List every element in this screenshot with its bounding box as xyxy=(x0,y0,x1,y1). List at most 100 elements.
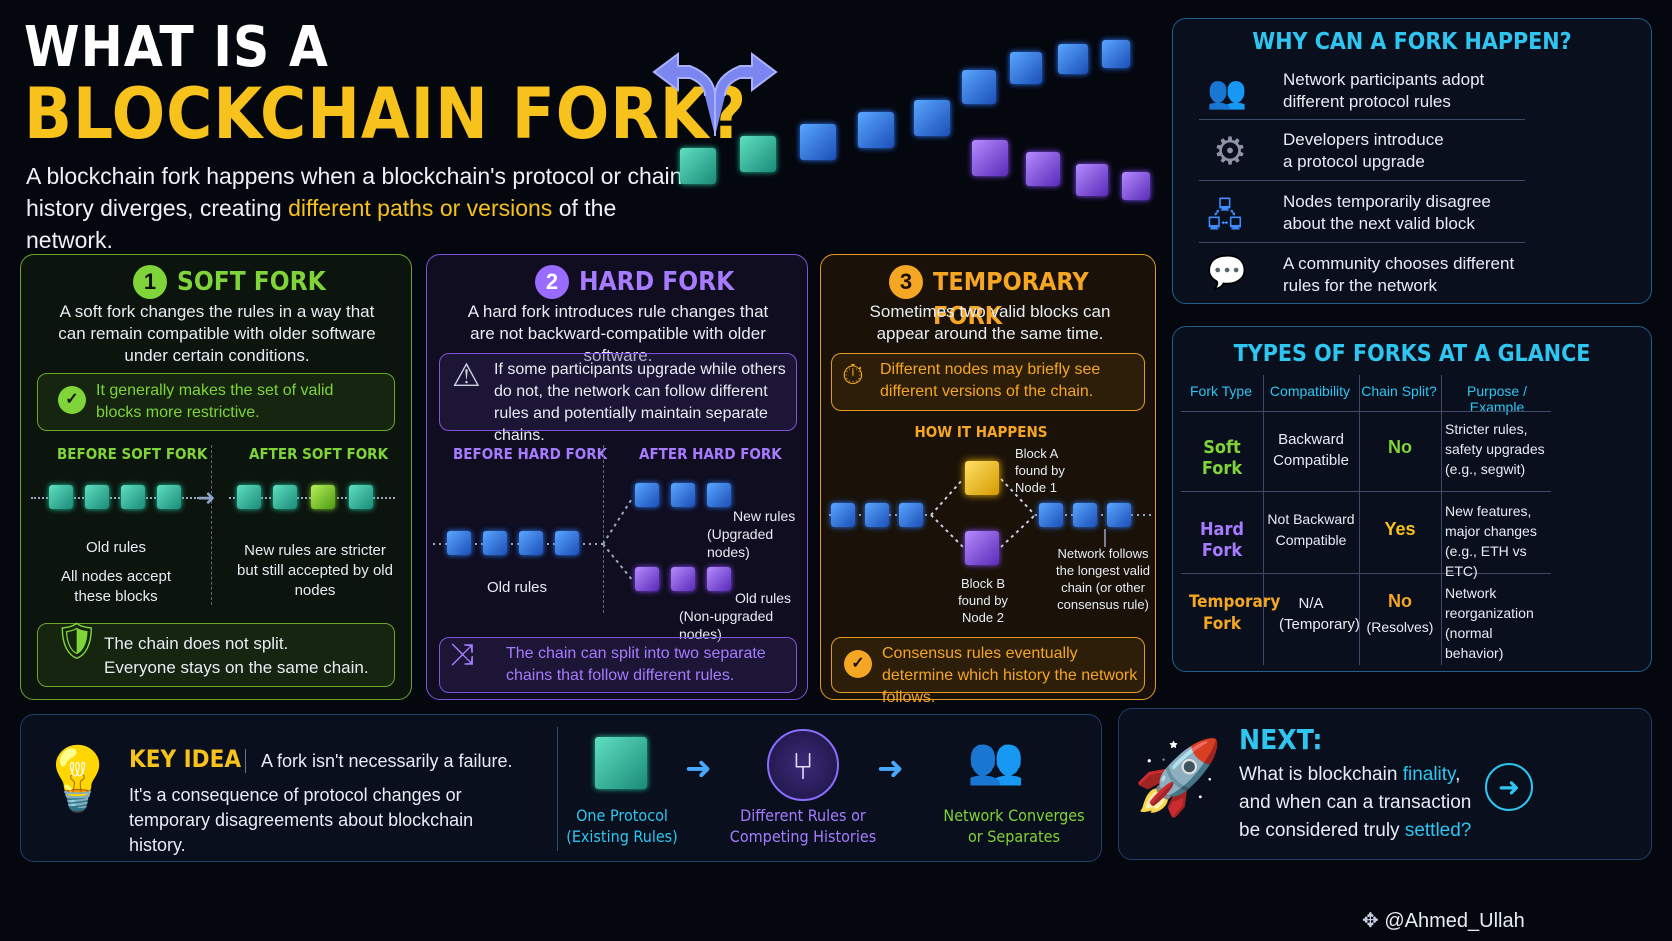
types-table: Fork Type Compatibility Chain Split? Pur… xyxy=(1181,375,1551,665)
flow-step-1: One Protocol (Existing Rules) xyxy=(566,806,678,846)
soft-after-cap: New rules are stricter but still accepte… xyxy=(237,542,393,599)
hero-block xyxy=(858,112,894,148)
key-idea-panel: 💡 KEY IDEA A fork isn't necessarily a fa… xyxy=(20,714,1102,862)
community-chat-icon: 💬 xyxy=(1207,254,1247,290)
row-compat: N/A (Temporary) xyxy=(1279,595,1360,633)
next-q3-highlight: settled? xyxy=(1404,820,1472,841)
next-q1-end: , xyxy=(1455,764,1461,785)
temp-how: HOW IT HAPPENS xyxy=(914,423,1048,441)
arrow-right-icon: ➜ xyxy=(197,485,216,510)
row-purpose: Network reorganization (normal behavior) xyxy=(1445,585,1534,661)
soft-before-cap2: All nodes accept these blocks xyxy=(60,568,172,605)
intro-highlight: different paths or versions xyxy=(288,195,553,221)
next-q2: and when can a transaction xyxy=(1239,792,1472,813)
soft-new-block xyxy=(311,485,335,509)
hero-block xyxy=(1102,40,1130,68)
key-body: It's a consequence of protocol changes o… xyxy=(129,785,474,855)
next-panel[interactable]: 🚀 NEXT: What is blockchain finality, and… xyxy=(1118,708,1652,860)
temp-note-text: Different nodes may briefly see differen… xyxy=(880,361,1101,400)
soft-after-label: AFTER SOFT FORK xyxy=(249,445,389,463)
soft-block xyxy=(121,485,145,509)
hard-upgraded-block xyxy=(707,483,731,507)
soft-note-text: It generally makes the set of valid bloc… xyxy=(96,382,334,421)
hard-result: ⤨ The chain can split into two separate … xyxy=(439,637,797,693)
row-type: Hard Fork xyxy=(1199,519,1245,561)
types-panel: TYPES OF FORKS AT A GLANCE Fork Type Com… xyxy=(1172,326,1652,672)
hero-block xyxy=(1122,172,1150,200)
why-item-line1: Nodes temporarily disagree xyxy=(1283,192,1491,211)
table-vline xyxy=(1359,375,1360,665)
next-q3: be considered truly xyxy=(1239,820,1405,841)
row-split-sub: (Resolves) xyxy=(1366,619,1434,635)
title-line2: BLOCKCHAIN FORK? xyxy=(24,73,748,155)
table-divider xyxy=(1181,491,1551,492)
row-split: Yes xyxy=(1384,519,1416,539)
next-q1: What is blockchain xyxy=(1239,764,1403,785)
split-arrows-icon: ⤨ xyxy=(450,638,474,671)
fork-arrows-icon xyxy=(652,52,778,136)
key-tagline: A fork isn't necessarily a failure. xyxy=(261,751,513,771)
why-title: WHY CAN A FORK HAPPEN? xyxy=(1252,29,1572,55)
check-icon: ✓ xyxy=(58,386,86,414)
key-title-divider xyxy=(245,749,246,773)
gear-icon: ⚙ xyxy=(1213,131,1248,173)
next-arrow-button[interactable]: ➜ xyxy=(1485,763,1533,811)
clock-icon: ⏱ xyxy=(842,359,864,390)
hero-block xyxy=(1076,164,1108,196)
hard-block xyxy=(519,531,543,555)
row-compat: Backward Compatible xyxy=(1273,431,1349,469)
temp-title: TEMPORARY FORK xyxy=(933,267,1089,330)
flow-arrow-icon: ➜ xyxy=(685,750,712,786)
hard-new-rules: New rules xyxy=(733,508,796,524)
soft-chain-line xyxy=(31,497,199,499)
hero-block xyxy=(1026,152,1060,186)
table-vline xyxy=(1263,375,1264,665)
row-split: No xyxy=(1388,437,1412,457)
shield-check-icon: 🛡 xyxy=(54,620,100,661)
temp-block xyxy=(899,503,923,527)
temp-block xyxy=(865,503,889,527)
temp-block-a-label: Block A found by Node 1 xyxy=(1015,446,1065,495)
temp-number-badge: 3 xyxy=(889,265,923,299)
temp-result-text: Consensus rules eventually determine whi… xyxy=(882,645,1138,706)
soft-block xyxy=(157,485,181,509)
fork-circle-icon: ⑂ xyxy=(767,729,839,801)
why-item: 👥 Network participants adopt different p… xyxy=(1201,67,1631,123)
next-q1-highlight: finality xyxy=(1402,764,1456,785)
hard-old-rules: Old rules xyxy=(487,579,548,596)
soft-fork-panel: 1 SOFT FORK A soft fork changes the rule… xyxy=(20,254,412,700)
soft-block xyxy=(85,485,109,509)
key-title: KEY IDEA xyxy=(129,745,242,773)
network-nodes-icon: 👥 xyxy=(967,734,1025,786)
hard-block xyxy=(555,531,579,555)
hard-note: ⚠ If some participants upgrade while oth… xyxy=(439,353,797,444)
table-divider xyxy=(1181,573,1551,574)
temp-note: ⏱ Different nodes may briefly see differ… xyxy=(831,353,1145,411)
hero-block xyxy=(1010,52,1042,84)
hard-divider xyxy=(603,445,604,613)
title-line1: WHAT IS A xyxy=(24,15,329,80)
soft-number-badge: 1 xyxy=(133,265,167,299)
hard-fork-lines xyxy=(433,496,634,582)
why-item-line1: Developers introduce xyxy=(1283,130,1444,149)
temp-block-b xyxy=(965,531,999,565)
hard-fork-panel: 2 HARD FORK A hard fork introduces rule … xyxy=(426,254,808,700)
soft-block xyxy=(49,485,73,509)
temp-block xyxy=(1073,503,1097,527)
why-item-line2: different protocol rules xyxy=(1283,92,1451,111)
th-chain-split: Chain Split? xyxy=(1361,383,1437,399)
table-divider xyxy=(1181,411,1551,412)
th-compatibility: Compatibility xyxy=(1269,383,1351,399)
soft-title: SOFT FORK xyxy=(177,267,326,297)
hard-legacy-block xyxy=(707,567,731,591)
why-item-line1: Network participants adopt xyxy=(1283,70,1485,89)
intro-part1: A blockchain fork happens when a blockch… xyxy=(26,163,683,221)
hero-block xyxy=(740,136,776,172)
hard-note-text: If some participants upgrade while other… xyxy=(494,361,786,444)
divider xyxy=(1199,119,1525,120)
intro-part2: of the network. xyxy=(26,195,617,253)
people-icon: 👥 xyxy=(1207,74,1247,110)
soft-divider xyxy=(211,445,212,605)
key-divider xyxy=(557,727,558,851)
hard-after-label: AFTER HARD FORK xyxy=(639,445,782,463)
